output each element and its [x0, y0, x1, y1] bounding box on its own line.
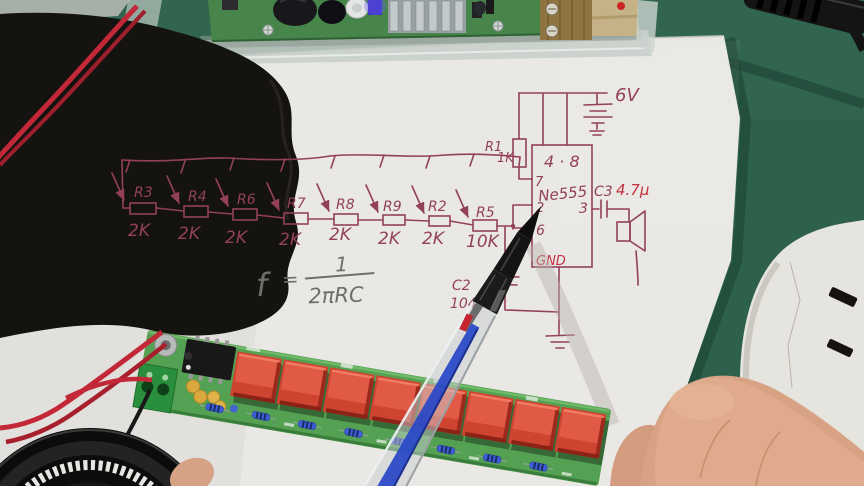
- c3-name: C3: [594, 184, 613, 200]
- schematic-battery: 6V: [518, 85, 640, 146]
- dip8-ic: [181, 335, 237, 385]
- socket-crack: [787, 261, 801, 389]
- schematic-resistor-r7: R7 2K: [266, 158, 309, 250]
- schematic-resistor-r2: R2 2K: [411, 155, 451, 249]
- schematic-resistor-r4: R4 2K: [166, 160, 209, 244]
- finger-creases: [699, 419, 781, 486]
- ic-pin7: 7: [535, 175, 544, 190]
- ic-label: Ne555: [537, 182, 588, 205]
- ic-pin6: 6: [536, 223, 545, 239]
- schematic-resistor-r6: R6 2K: [215, 157, 258, 248]
- resistor-component: [246, 411, 276, 422]
- resistor-component: [477, 453, 507, 464]
- terminal-block: [132, 362, 179, 414]
- pen-grip: [472, 269, 513, 315]
- ic-pins-top: 4 · 8: [544, 152, 580, 171]
- resistor-value: 1K: [497, 151, 515, 166]
- push-button-7: [508, 398, 563, 458]
- resistor-component: [292, 420, 322, 430]
- resistor-value: 2K: [329, 225, 353, 245]
- resistor-name: R7: [287, 196, 306, 212]
- socket-slot-2: [826, 339, 854, 357]
- push-button-8: [554, 406, 610, 466]
- pen-shadow: [525, 241, 620, 429]
- speaker-wires-top: [0, 4, 147, 167]
- resistor-value: 2K: [225, 228, 249, 248]
- push-button-6: [461, 391, 517, 450]
- socket-slot-1: [828, 287, 858, 307]
- c2-name: C2: [452, 278, 471, 294]
- push-button-2: [276, 359, 332, 418]
- hand: [610, 375, 864, 486]
- power-plug: [743, 0, 864, 35]
- resistor-component: [338, 427, 369, 438]
- red-indicator: [617, 2, 625, 10]
- resistor-chain-wire: [122, 207, 514, 227]
- pen-tip: [517, 206, 541, 240]
- resistor-value: 2K: [178, 224, 202, 244]
- resistor-component: [199, 403, 230, 414]
- formula-numerator: 1: [335, 252, 349, 276]
- pen-ink-rod: [362, 323, 480, 486]
- schematic-resistor-r5: R5 10K: [455, 153, 501, 252]
- c3-value: 4.7μ: [616, 181, 649, 199]
- push-button-1: [230, 351, 285, 410]
- ic-pin3: 3: [579, 201, 588, 217]
- schematic-resistor-r1: R1 1K: [485, 92, 533, 180]
- battery-voltage-label: 6V: [615, 85, 640, 106]
- round-speaker: [0, 428, 200, 486]
- resistor-name: R1: [485, 140, 502, 155]
- resistor-value: 2K: [128, 221, 152, 241]
- screw-left: [262, 24, 274, 36]
- formula-equals: =: [281, 267, 299, 292]
- pen-logo: [459, 313, 474, 332]
- capacitor-small: [318, 0, 346, 24]
- schematic-c3-speaker: C3 4.7μ: [591, 181, 649, 286]
- resistor-value: 2K: [422, 229, 446, 249]
- ground-symbol: [545, 266, 575, 349]
- resistor-name: R2: [428, 199, 447, 215]
- resistor-name: R8: [336, 197, 355, 213]
- schematic-drawing: R3 2K R4 2K R6 2K R7 2K: [111, 85, 649, 349]
- screw-right: [492, 20, 504, 32]
- heatsink: [388, 0, 466, 33]
- acrylic-right-wall: [636, 0, 658, 52]
- black-speaker-box: [0, 12, 300, 338]
- resistor-name: R5: [476, 205, 495, 221]
- resistor-value: 10K: [466, 232, 501, 252]
- ic-gnd-label: GND: [536, 254, 566, 269]
- led-blue: [368, 0, 382, 15]
- resistor-component: [431, 444, 461, 455]
- transformer: [540, 0, 658, 52]
- paper-edge-shadow: [651, 37, 752, 486]
- push-button-3: [322, 367, 378, 426]
- power-cable: [841, 15, 864, 52]
- resistor-value: 2K: [378, 229, 402, 249]
- fingertip-left: [169, 457, 215, 486]
- formula-denominator: 2πRC: [308, 282, 364, 308]
- switch-bus-wire: [121, 153, 521, 162]
- blue-cap: [229, 404, 238, 413]
- schematic-resistor-r9: R9 2K: [365, 154, 406, 249]
- resistor-name: R4: [188, 189, 207, 205]
- resistor-name: R6: [237, 192, 256, 208]
- capacitor-large: [273, 0, 317, 26]
- resistor-name: R9: [383, 199, 402, 215]
- resistor-name: R3: [134, 185, 153, 201]
- resistor-value: 2K: [279, 230, 303, 250]
- schematic-resistor-r8: R8 2K: [316, 155, 359, 245]
- schematic-resistor-r3: R3 2K: [111, 159, 157, 241]
- pen: [351, 206, 541, 486]
- resistor-component: [523, 461, 554, 472]
